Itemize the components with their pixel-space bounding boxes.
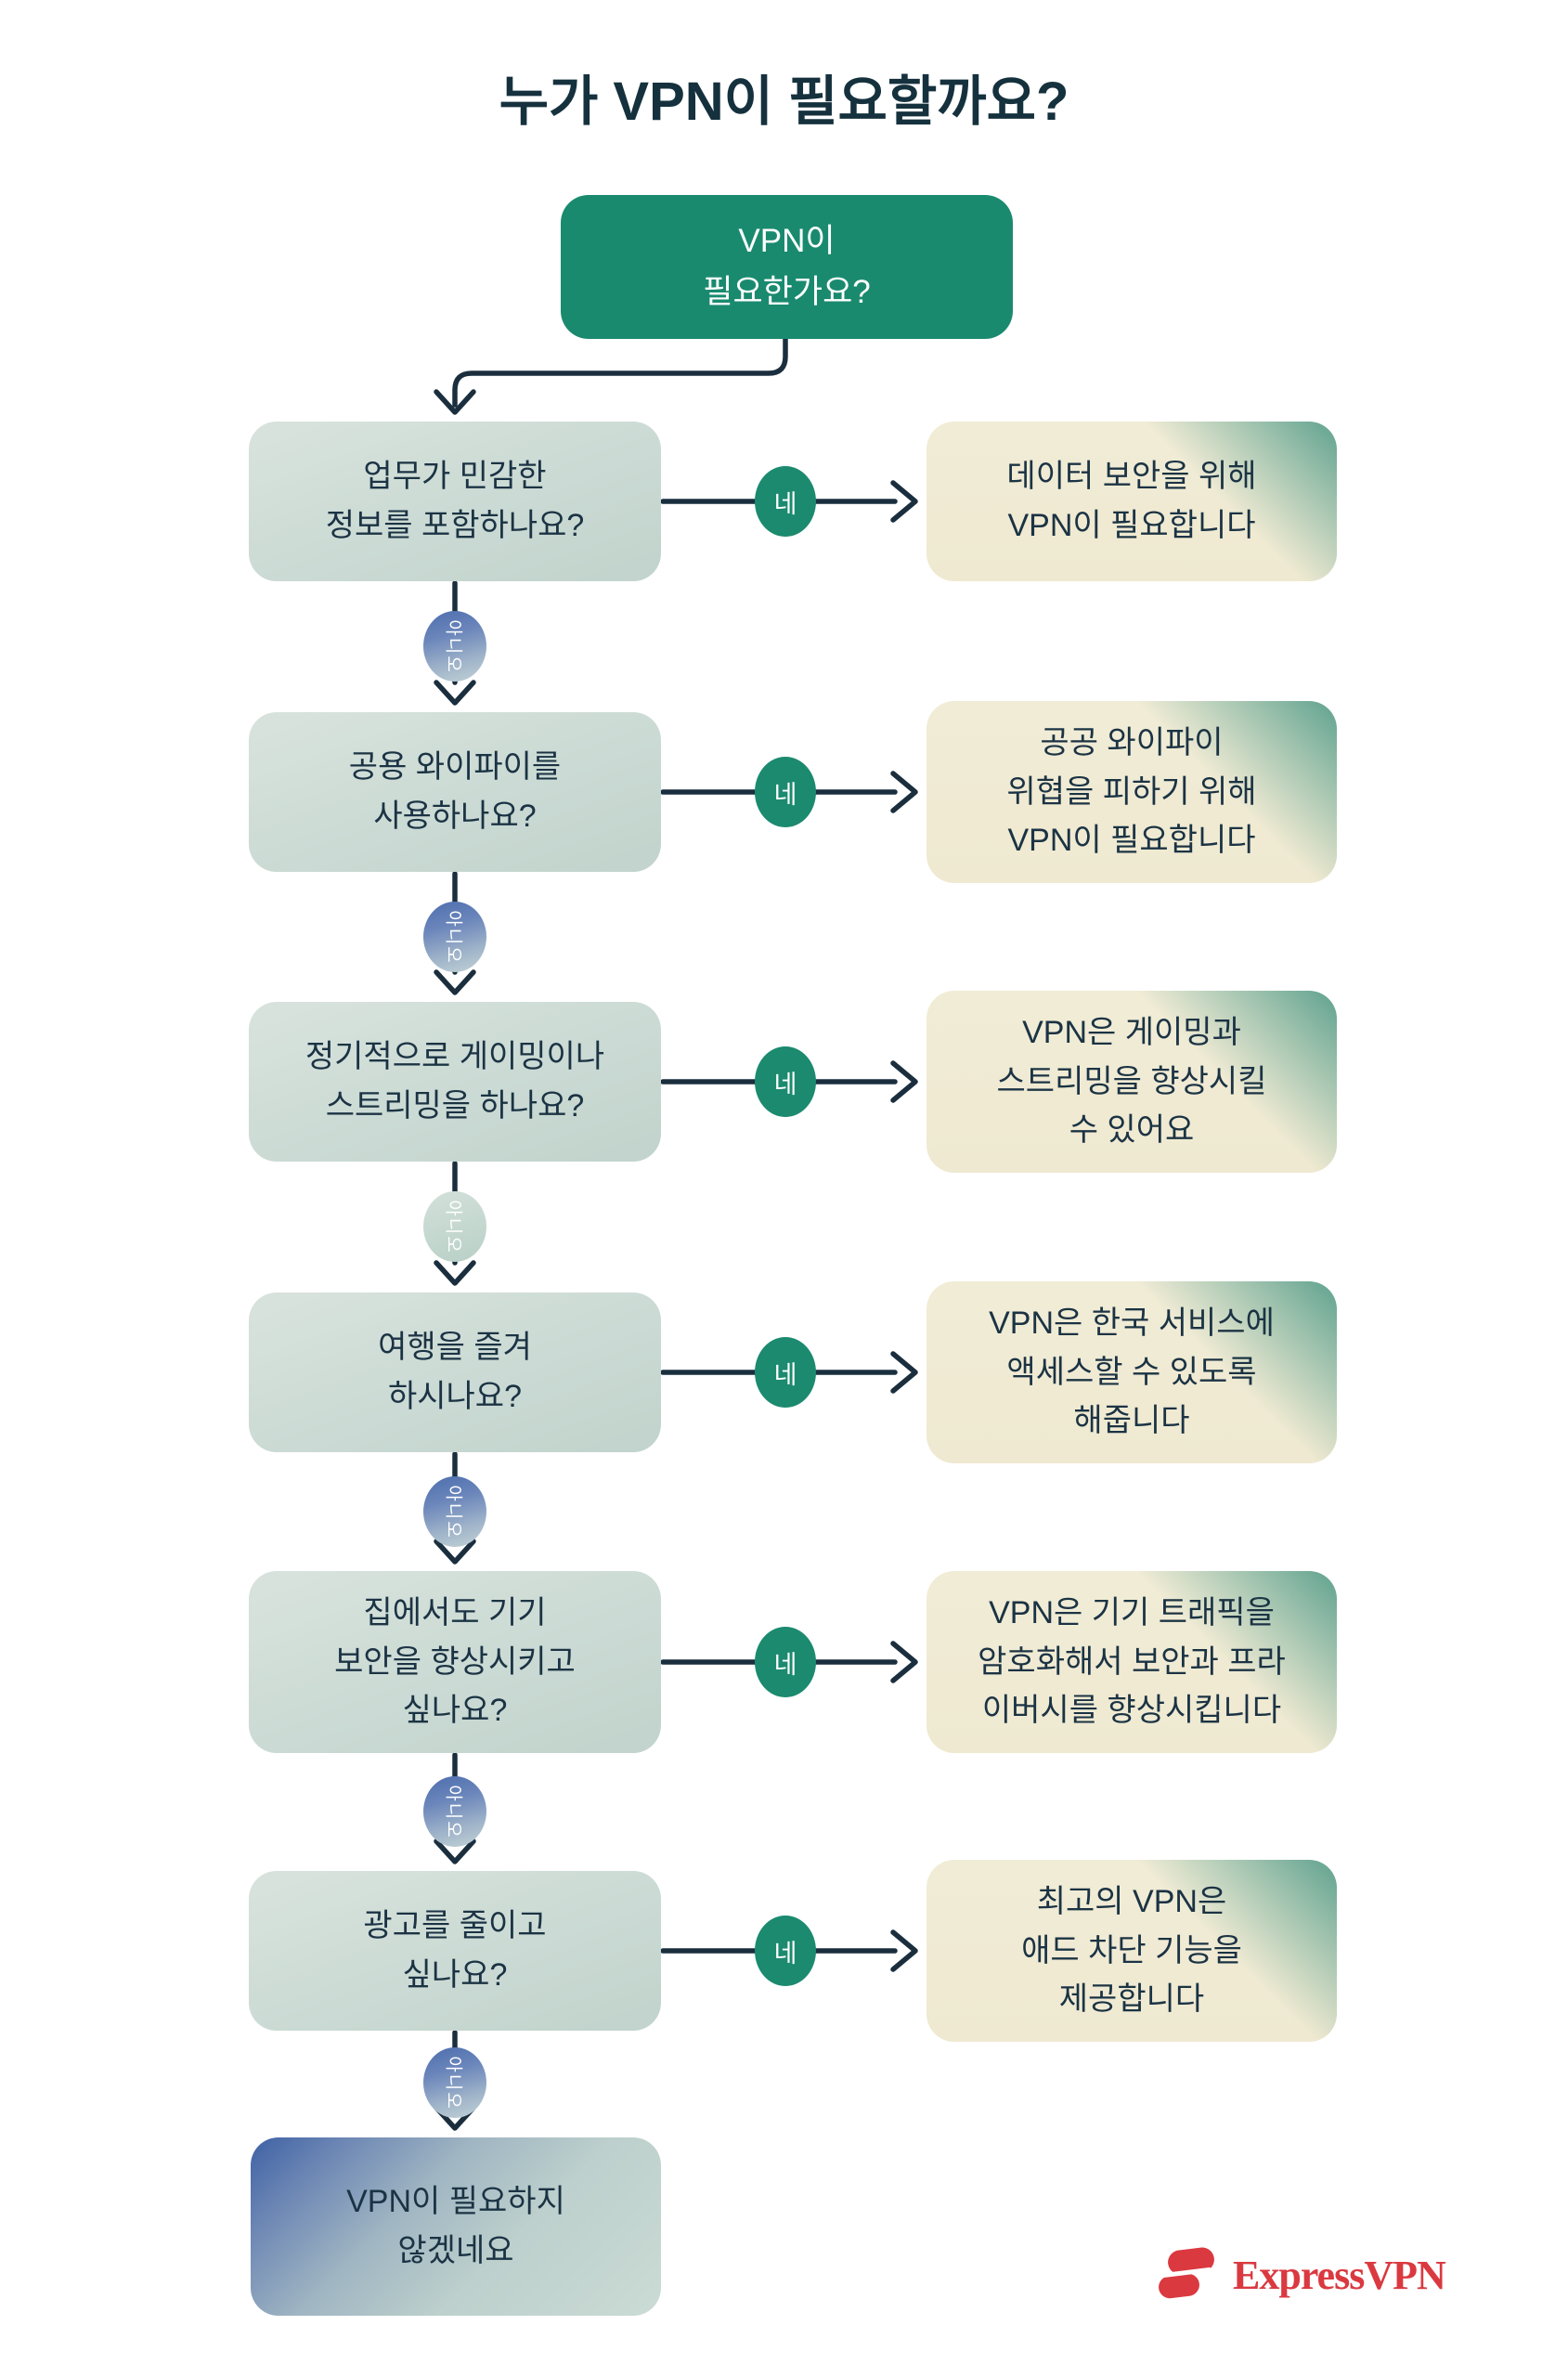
yes-label: 네	[773, 489, 797, 518]
no-label: 아니오	[443, 2055, 463, 2111]
elbow-arrowhead	[434, 389, 476, 415]
question-node-5: 집에서도 기기 보안을 향상시키고 싶나요?	[249, 1571, 661, 1753]
no-arrowhead-1	[434, 680, 476, 706]
yes-arrowhead-4	[890, 1351, 918, 1394]
yes-arrowhead-1	[890, 480, 918, 523]
no-label: 아니오	[443, 1484, 463, 1539]
expressvpn-icon	[1159, 2247, 1214, 2299]
no-badge-5: 아니오	[423, 1776, 486, 1847]
answer-node-1: 데이터 보안을 위해 VPN이 필요합니다	[927, 422, 1337, 581]
yes-label: 네	[773, 780, 797, 809]
no-badge-3: 아니오	[423, 1191, 486, 1262]
answer-node-3: VPN은 게이밍과 스트리밍을 향상시킬 수 있어요	[927, 991, 1337, 1173]
no-badge-2: 아니오	[423, 902, 486, 972]
answer-node-6: 최고의 VPN은 애드 차단 기능을 제공합니다	[927, 1860, 1337, 2042]
yes-arrowhead-2	[890, 771, 918, 813]
no-arrowhead-3	[434, 1260, 476, 1286]
start-node: VPN이 필요한가요?	[561, 195, 1013, 339]
question-node-1: 업무가 민감한 정보를 포함하나요?	[249, 422, 661, 581]
yes-badge-4: 네	[755, 1337, 816, 1408]
no-arrowhead-2	[434, 969, 476, 995]
yes-label: 네	[773, 1939, 797, 1968]
elbow-connector	[452, 334, 788, 408]
yes-label: 네	[773, 1360, 797, 1389]
yes-arrowhead-5	[890, 1641, 918, 1683]
no-label: 아니오	[443, 1199, 463, 1254]
question-node-3: 정기적으로 게이밍이나 스트리밍을 하나요?	[249, 1002, 661, 1162]
yes-arrowhead-6	[890, 1929, 918, 1972]
yes-badge-3: 네	[755, 1046, 816, 1117]
yes-label: 네	[773, 1070, 797, 1098]
no-badge-1: 아니오	[423, 611, 486, 682]
no-badge-6: 아니오	[423, 2047, 486, 2118]
yes-badge-6: 네	[755, 1916, 816, 1986]
answer-node-4: VPN은 한국 서비스에 액세스할 수 있도록 해줍니다	[927, 1281, 1337, 1463]
brand-logo: ExpressVPN	[1157, 2247, 1446, 2303]
yes-label: 네	[773, 1650, 797, 1679]
question-node-4: 여행을 즐겨 하시나요?	[249, 1292, 661, 1452]
brand-wordmark: ExpressVPN	[1233, 2252, 1446, 2298]
question-node-6: 광고를 줄이고 싶나요?	[249, 1871, 661, 2031]
yes-badge-1: 네	[755, 466, 816, 537]
yes-badge-2: 네	[755, 757, 816, 827]
question-node-2: 공용 와이파이를 사용하나요?	[249, 712, 661, 872]
yes-arrowhead-3	[890, 1060, 918, 1103]
yes-badge-5: 네	[755, 1627, 816, 1697]
end-node: VPN이 필요하지 않겠네요	[251, 2137, 661, 2316]
no-label: 아니오	[443, 909, 463, 965]
no-label: 아니오	[443, 618, 463, 674]
answer-node-5: VPN은 기기 트래픽을 암호화해서 보안과 프라 이버시를 향상시킵니다	[927, 1571, 1337, 1753]
no-label: 아니오	[443, 1784, 463, 1839]
no-badge-4: 아니오	[423, 1476, 486, 1547]
answer-node-2: 공공 와이파이 위협을 피하기 위해 VPN이 필요합니다	[927, 701, 1337, 883]
page-title: 누가 VPN이 필요할까요?	[499, 71, 1069, 132]
